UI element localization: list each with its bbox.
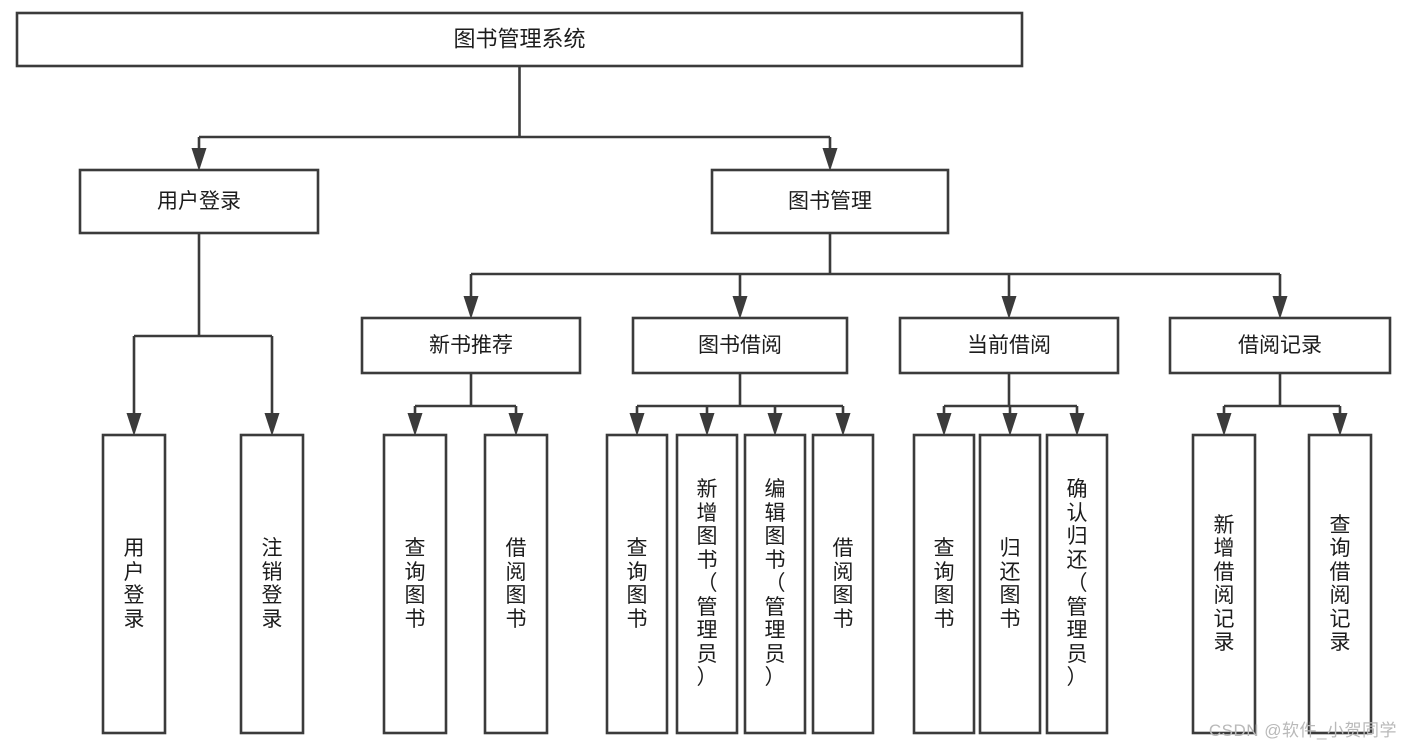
- node-box-borrow_record[interactable]: [1168, 316, 1392, 375]
- node-new_book_rec[interactable]: 新书推荐: [360, 316, 582, 375]
- arrow-head-book_borrow: [732, 296, 748, 319]
- node-box-leaf_borrow_book_b[interactable]: [811, 433, 875, 735]
- node-box-root[interactable]: [15, 11, 1024, 68]
- node-box-current_borrow[interactable]: [898, 316, 1120, 375]
- node-leaf_borrow_book_a[interactable]: [483, 433, 549, 735]
- node-box-leaf_query_book_c[interactable]: [912, 433, 976, 735]
- node-box-book_manage[interactable]: [710, 168, 950, 235]
- node-box-leaf_query_book_b[interactable]: [605, 433, 669, 735]
- node-box-leaf_return_book[interactable]: [978, 433, 1042, 735]
- arrow-head-leaf_add_record: [1216, 413, 1232, 436]
- node-leaf_return_book[interactable]: [978, 433, 1042, 735]
- arrow-head-leaf_user_login: [126, 413, 142, 436]
- node-leaf_confirm_return[interactable]: [1045, 433, 1109, 735]
- node-box-leaf_logout[interactable]: [239, 433, 305, 735]
- node-label-book_borrow: 图书借阅: [698, 334, 782, 357]
- node-label-current_borrow: 当前借阅: [967, 334, 1051, 357]
- arrow-head-leaf_edit_book: [767, 413, 783, 436]
- arrow-head-leaf_query_record: [1332, 413, 1348, 436]
- node-leaf_logout[interactable]: [239, 433, 305, 735]
- arrow-head-leaf_add_book: [699, 413, 715, 436]
- arrow-head-leaf_query_book_b: [629, 413, 645, 436]
- node-box-leaf_borrow_book_a[interactable]: [483, 433, 549, 735]
- node-root[interactable]: 图书管理系统: [15, 11, 1024, 68]
- node-leaf_borrow_book_b[interactable]: [811, 433, 875, 735]
- node-box-leaf_query_book_a[interactable]: [382, 433, 448, 735]
- arrow-head-leaf_borrow_book_b: [835, 413, 851, 436]
- node-box-leaf_user_login[interactable]: [101, 433, 167, 735]
- node-book_manage[interactable]: 图书管理: [710, 168, 950, 235]
- node-label-borrow_record: 借阅记录: [1238, 334, 1322, 357]
- connector-layer: [126, 66, 1348, 436]
- arrow-head-leaf_logout: [264, 413, 280, 436]
- arrow-head-book_manage: [822, 148, 838, 171]
- node-leaf_query_record[interactable]: [1307, 433, 1373, 735]
- watermark: CSDN @软件_小贺同学: [1208, 721, 1397, 740]
- node-box-leaf_add_record[interactable]: [1191, 433, 1257, 735]
- arrow-head-new_book_rec: [463, 296, 479, 319]
- node-box-leaf_query_record[interactable]: [1307, 433, 1373, 735]
- node-label-book_manage: 图书管理: [788, 190, 872, 213]
- node-borrow_record[interactable]: 借阅记录: [1168, 316, 1392, 375]
- node-book_borrow[interactable]: 图书借阅: [631, 316, 849, 375]
- node-leaf_query_book_c[interactable]: [912, 433, 976, 735]
- node-box-user_login[interactable]: [78, 168, 320, 235]
- arrow-head-leaf_confirm_return: [1069, 413, 1085, 436]
- node-leaf_query_book_b[interactable]: [605, 433, 669, 735]
- arrow-head-current_borrow: [1001, 296, 1017, 319]
- arrow-head-leaf_return_book: [1002, 413, 1018, 436]
- arrow-head-user_login: [191, 148, 207, 171]
- arrow-head-leaf_borrow_book_a: [508, 413, 524, 436]
- node-leaf_add_book[interactable]: [675, 433, 739, 735]
- node-current_borrow[interactable]: 当前借阅: [898, 316, 1120, 375]
- node-box-book_borrow[interactable]: [631, 316, 849, 375]
- node-label-user_login: 用户登录: [157, 190, 241, 213]
- node-box-new_book_rec[interactable]: [360, 316, 582, 375]
- arrow-head-leaf_query_book_a: [407, 413, 423, 436]
- arrow-head-leaf_query_book_c: [936, 413, 952, 436]
- node-label-new_book_rec: 新书推荐: [429, 334, 513, 357]
- node-user_login[interactable]: 用户登录: [78, 168, 320, 235]
- node-leaf_edit_book[interactable]: [743, 433, 807, 735]
- node-leaf_user_login[interactable]: [101, 433, 167, 735]
- node-box-leaf_add_book[interactable]: [675, 433, 739, 735]
- node-box-leaf_confirm_return[interactable]: [1045, 433, 1109, 735]
- node-box-leaf_edit_book[interactable]: [743, 433, 807, 735]
- node-leaf_add_record[interactable]: [1191, 433, 1257, 735]
- node-label-root: 图书管理系统: [453, 26, 585, 51]
- node-leaf_query_book_a[interactable]: [382, 433, 448, 735]
- arrow-head-borrow_record: [1272, 296, 1288, 319]
